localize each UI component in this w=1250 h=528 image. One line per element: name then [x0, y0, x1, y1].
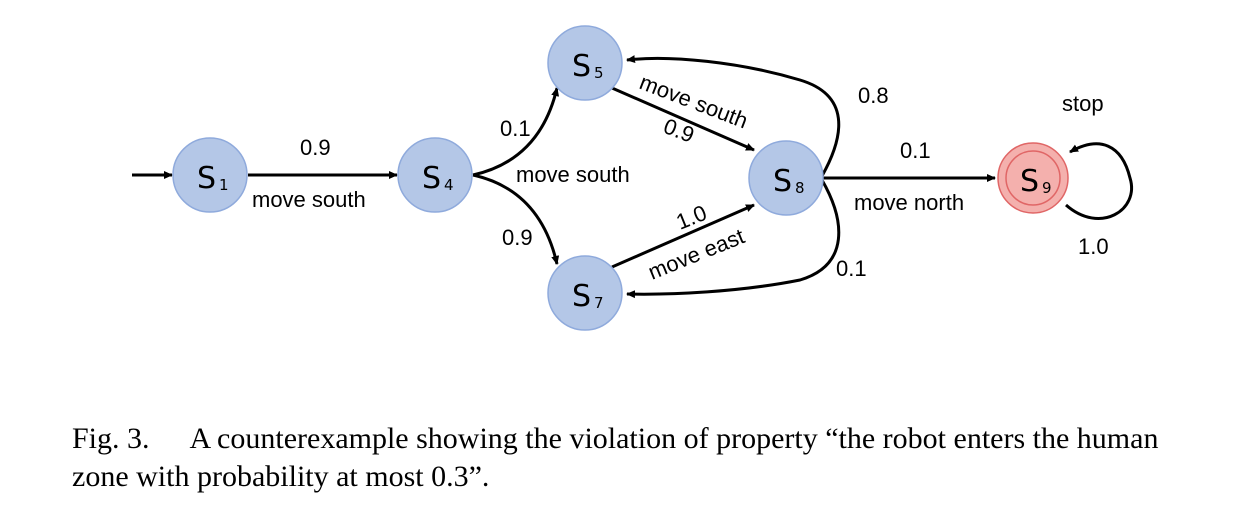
figure-number: Fig. 3. [72, 422, 150, 455]
state-diagram: S 1 S 4 S 5 S 7 S 8 S 9 0.9 move south 0… [132, 25, 1133, 331]
state-s4: S 4 [397, 137, 473, 213]
state-s8-index: 8 [795, 179, 805, 197]
caption-text: A counterexample showing the violation o… [72, 422, 1159, 493]
state-s8-letter: S [773, 164, 792, 199]
edge-s4-s5 [472, 87, 560, 177]
state-s5: S 5 [547, 25, 623, 101]
state-s9: S 9 [997, 142, 1069, 214]
edge-s4-s7-prob: 0.9 [502, 225, 533, 250]
edge-s9-s9-action: stop [1062, 91, 1104, 116]
edge-s9-s9-prob: 1.0 [1078, 234, 1109, 259]
state-s1-index: 1 [219, 176, 229, 194]
edge-s5-s8-prob: 0.9 [660, 113, 698, 147]
edge-s7-s8-action: move east [645, 223, 748, 284]
edge-s5-s8 [611, 86, 755, 152]
state-s1: S 1 [172, 137, 248, 213]
edge-s4-s7 [472, 173, 560, 265]
state-s9-letter: S [1020, 164, 1039, 199]
state-s7-index: 7 [594, 294, 604, 312]
state-s8: S 8 [748, 140, 824, 216]
edge-s7-s8 [611, 203, 755, 269]
state-s4-index: 4 [444, 176, 454, 194]
state-s5-letter: S [572, 49, 591, 84]
edge-s8-s7-prob: 0.1 [836, 256, 867, 281]
state-s4-letter: S [422, 161, 441, 196]
edge-s8-s9-prob: 0.1 [900, 138, 931, 163]
figure-caption: Fig. 3.A counterexample showing the viol… [72, 420, 1202, 496]
edge-s8-s7 [626, 179, 841, 299]
edge-s1-s4-prob: 0.9 [300, 135, 331, 160]
edge-s4-s5-prob: 0.1 [500, 116, 531, 141]
edge-s8-s5-prob: 0.8 [858, 83, 889, 108]
edge-s8-s9-action: move north [854, 190, 964, 215]
edge-s7-s8-prob: 1.0 [673, 200, 711, 235]
edge-s9-self-loop [1065, 142, 1133, 220]
edge-s8-s5 [626, 55, 841, 177]
state-s7: S 7 [547, 255, 623, 331]
edge-s4-action: move south [516, 162, 630, 187]
state-s9-index: 9 [1042, 179, 1052, 197]
state-s5-index: 5 [594, 64, 604, 82]
state-s1-letter: S [197, 161, 216, 196]
edge-s1-s4-action: move south [252, 187, 366, 212]
state-s7-letter: S [572, 279, 591, 314]
